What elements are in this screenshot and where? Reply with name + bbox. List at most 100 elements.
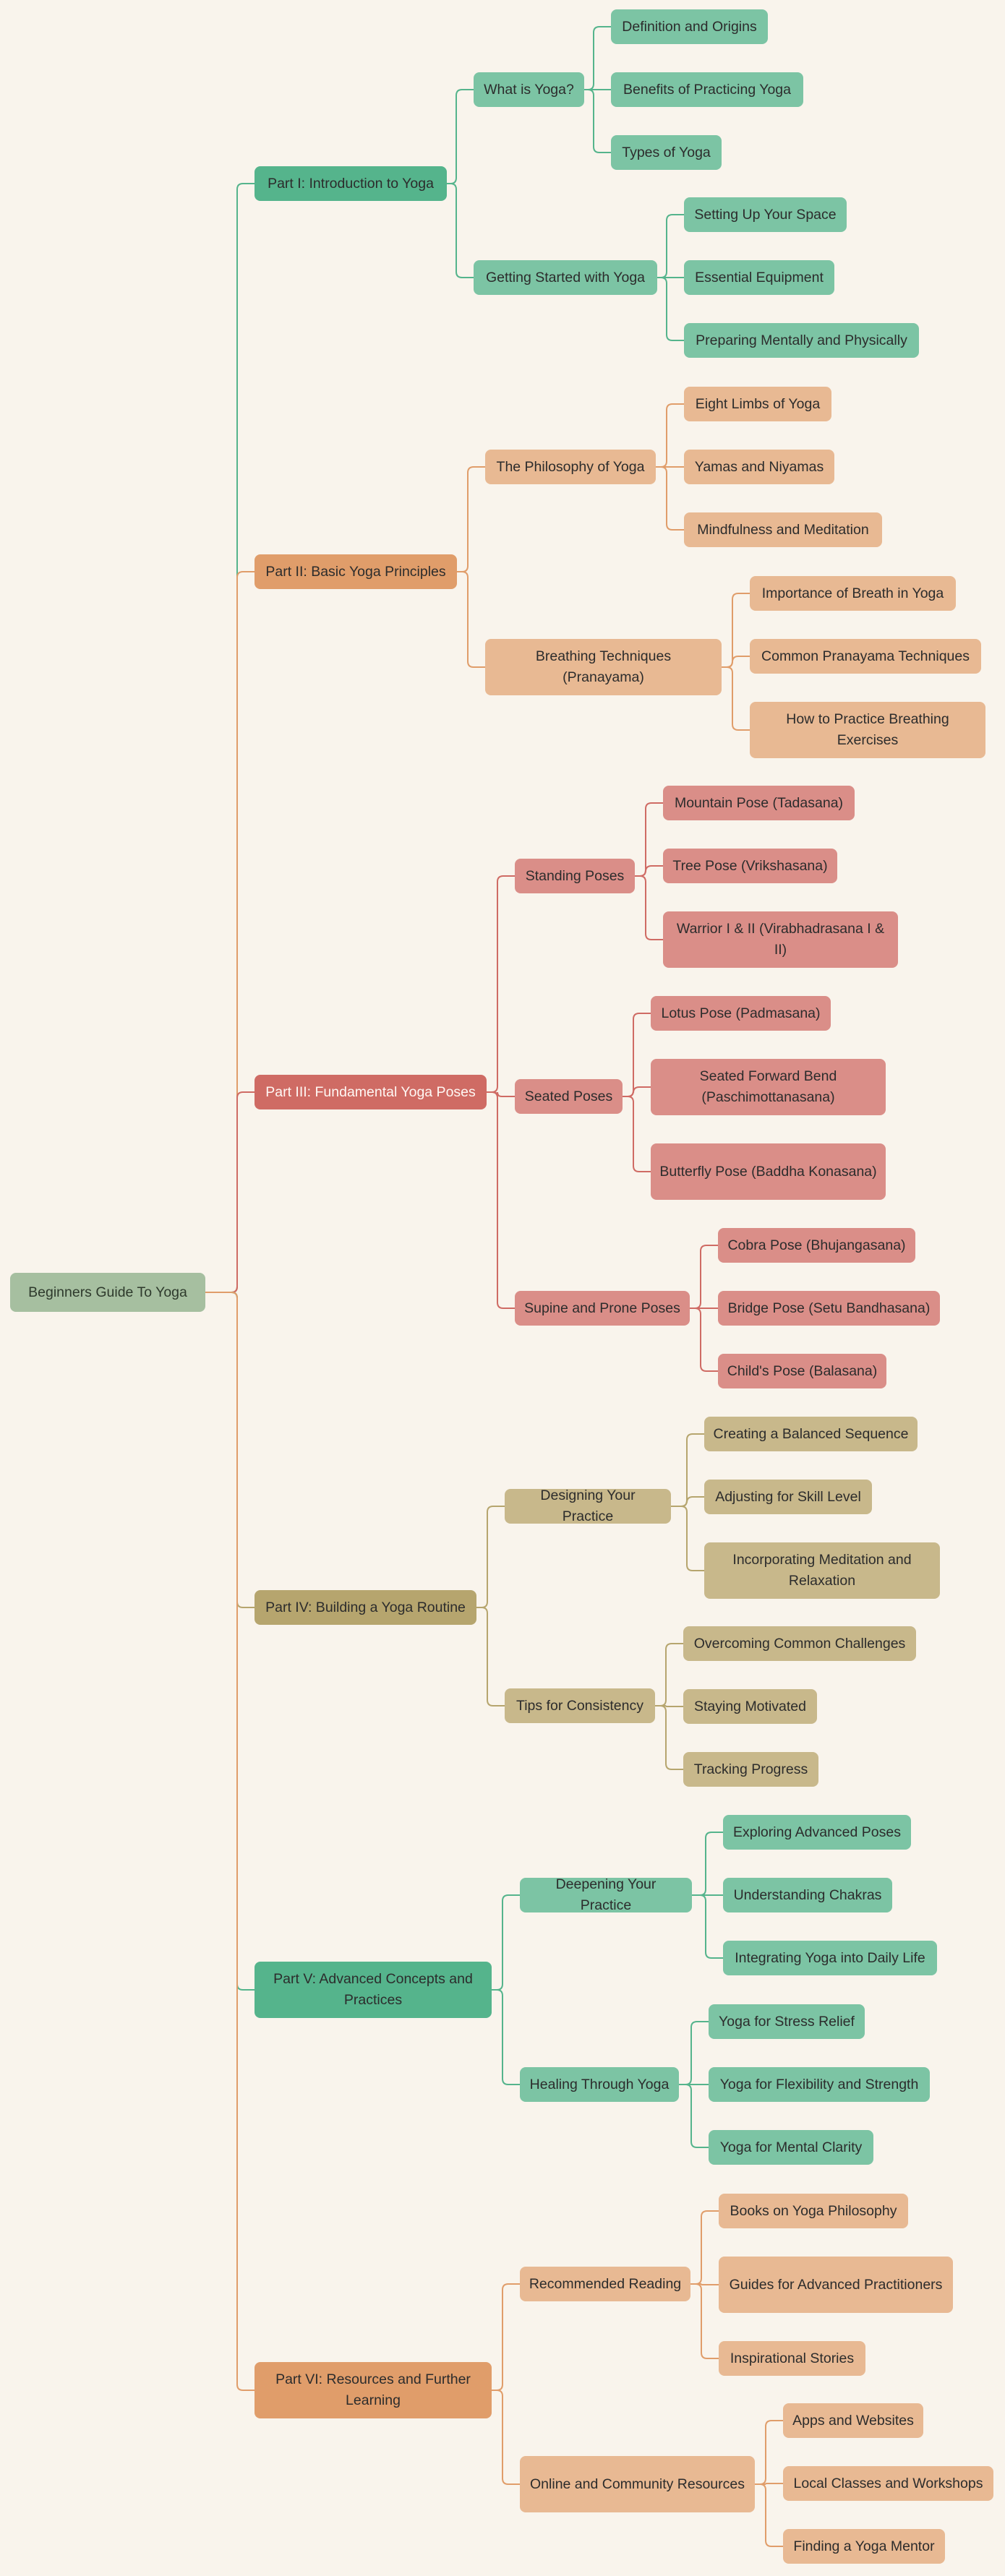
branch-to-topic-link (476, 1607, 505, 1706)
leaf-node[interactable]: Warrior I & II (Virabhadrasana I & II) (663, 911, 898, 968)
topic-to-leaf-link (635, 875, 663, 940)
root-to-branch-link (205, 571, 255, 1293)
leaf-node[interactable]: Local Classes and Workshops (783, 2466, 993, 2501)
topic-node[interactable]: Supine and Prone Poses (515, 1291, 690, 1326)
leaf-node[interactable]: Bridge Pose (Setu Bandhasana) (718, 1291, 940, 1326)
leaf-node[interactable]: Tracking Progress (683, 1752, 818, 1787)
topic-to-leaf-link (635, 865, 663, 877)
branch-to-topic-link (457, 571, 485, 668)
topic-to-leaf-link (690, 2210, 719, 2285)
branch-to-topic-link (447, 89, 474, 184)
branch-node-part-2[interactable]: Part II: Basic Yoga Principles (255, 554, 457, 589)
topic-to-leaf-link (690, 1245, 718, 1309)
topic-to-leaf-link (690, 2283, 719, 2285)
topic-to-leaf-link (755, 2483, 783, 2547)
leaf-node[interactable]: Tree Pose (Vrikshasana) (663, 849, 837, 883)
leaf-node[interactable]: Adjusting for Skill Level (704, 1480, 872, 1514)
topic-to-leaf-link (671, 1496, 704, 1507)
leaf-node[interactable]: Setting Up Your Space (684, 197, 847, 232)
leaf-node[interactable]: Cobra Pose (Bhujangasana) (718, 1228, 915, 1263)
branch-to-topic-link (487, 1091, 515, 1309)
topic-to-leaf-link (679, 2021, 709, 2085)
branch-to-topic-link (447, 183, 474, 278)
topic-to-leaf-link (679, 2084, 709, 2148)
root-to-branch-link (205, 183, 255, 1293)
topic-node[interactable]: Online and Community Resources (520, 2456, 755, 2512)
leaf-node[interactable]: Yoga for Mental Clarity (709, 2130, 873, 2165)
leaf-node[interactable]: Guides for Advanced Practitioners (719, 2257, 953, 2313)
leaf-node[interactable]: Exploring Advanced Poses (723, 1815, 911, 1850)
leaf-node[interactable]: Integrating Yoga into Daily Life (723, 1941, 937, 1975)
leaf-node[interactable]: Yoga for Flexibility and Strength (709, 2067, 930, 2102)
leaf-node[interactable]: Overcoming Common Challenges (683, 1626, 916, 1661)
leaf-node[interactable]: Mindfulness and Meditation (684, 512, 882, 547)
topic-to-leaf-link (623, 1086, 651, 1097)
leaf-node[interactable]: Seated Forward Bend (Paschimottanasana) (651, 1059, 886, 1115)
topic-to-leaf-link (755, 2420, 783, 2485)
leaf-node[interactable]: Essential Equipment (684, 260, 834, 295)
leaf-node[interactable]: Benefits of Practicing Yoga (611, 72, 803, 107)
topic-node[interactable]: What is Yoga? (474, 72, 584, 107)
branch-to-topic-link (492, 2390, 520, 2485)
leaf-node[interactable]: Butterfly Pose (Baddha Konasana) (651, 1143, 886, 1200)
topic-to-leaf-link (657, 277, 684, 341)
root-node[interactable]: Beginners Guide To Yoga (10, 1273, 205, 1312)
leaf-node[interactable]: Definition and Origins (611, 9, 768, 44)
topic-to-leaf-link (584, 89, 611, 153)
topic-to-leaf-link (692, 1894, 723, 1959)
topic-to-leaf-link (722, 656, 750, 668)
topic-to-leaf-link (623, 1096, 651, 1172)
branch-node-part-3[interactable]: Part III: Fundamental Yoga Poses (255, 1075, 487, 1109)
topic-to-leaf-link (657, 214, 684, 278)
topic-node[interactable]: Breathing Techniques (Pranayama) (485, 639, 722, 695)
topic-to-leaf-link (671, 1506, 704, 1571)
leaf-node[interactable]: Books on Yoga Philosophy (719, 2194, 908, 2228)
branch-to-topic-link (457, 466, 485, 572)
leaf-node[interactable]: Incorporating Meditation and Relaxation (704, 1542, 940, 1599)
branch-node-part-1[interactable]: Part I: Introduction to Yoga (255, 166, 447, 201)
topic-to-leaf-link (655, 1705, 683, 1770)
root-to-branch-link (205, 1292, 255, 1991)
topic-to-leaf-link (655, 1643, 683, 1706)
topic-node[interactable]: Standing Poses (515, 859, 635, 893)
leaf-node[interactable]: Types of Yoga (611, 135, 722, 170)
topic-to-leaf-link (623, 1013, 651, 1097)
topic-node[interactable]: Healing Through Yoga (520, 2067, 679, 2102)
topic-node[interactable]: The Philosophy of Yoga (485, 450, 656, 484)
topic-to-leaf-link (722, 666, 750, 731)
leaf-node[interactable]: Common Pranayama Techniques (750, 639, 981, 674)
topic-node[interactable]: Seated Poses (515, 1079, 623, 1114)
branch-node-part-6[interactable]: Part VI: Resources and Further Learning (255, 2362, 492, 2418)
leaf-node[interactable]: Understanding Chakras (723, 1878, 892, 1912)
leaf-node[interactable]: Inspirational Stories (719, 2341, 865, 2376)
leaf-node[interactable]: How to Practice Breathing Exercises (750, 702, 985, 758)
topic-to-leaf-link (656, 466, 684, 531)
leaf-node[interactable]: Preparing Mentally and Physically (684, 323, 919, 358)
branch-to-topic-link (487, 875, 515, 1093)
branch-node-part-5[interactable]: Part V: Advanced Concepts and Practices (255, 1962, 492, 2018)
leaf-node[interactable]: Finding a Yoga Mentor (783, 2529, 945, 2564)
leaf-node[interactable]: Lotus Pose (Padmasana) (651, 996, 831, 1031)
topic-node[interactable]: Deepening Your Practice (520, 1876, 692, 1913)
topic-node[interactable]: Designing Your Practice (505, 1487, 671, 1524)
leaf-node[interactable]: Creating a Balanced Sequence (704, 1417, 918, 1451)
topic-to-leaf-link (635, 802, 663, 877)
leaf-node[interactable]: Yoga for Stress Relief (709, 2004, 865, 2039)
topic-to-leaf-link (692, 1832, 723, 1896)
topic-to-leaf-link (755, 2483, 783, 2485)
topic-node[interactable]: Tips for Consistency (505, 1688, 655, 1723)
leaf-node[interactable]: Yamas and Niyamas (684, 450, 834, 484)
branch-node-part-4[interactable]: Part IV: Building a Yoga Routine (255, 1590, 476, 1625)
topic-to-leaf-link (656, 403, 684, 468)
leaf-node[interactable]: Importance of Breath in Yoga (750, 576, 956, 611)
leaf-node[interactable]: Eight Limbs of Yoga (684, 387, 831, 421)
leaf-node[interactable]: Staying Motivated (683, 1689, 817, 1724)
topic-to-leaf-link (690, 1308, 718, 1372)
topic-node[interactable]: Recommended Reading (520, 2267, 690, 2301)
topic-node[interactable]: Getting Started with Yoga (474, 260, 657, 295)
leaf-node[interactable]: Mountain Pose (Tadasana) (663, 786, 855, 820)
leaf-node[interactable]: Child's Pose (Balasana) (718, 1354, 886, 1388)
leaf-node[interactable]: Apps and Websites (783, 2403, 923, 2438)
root-to-branch-link (205, 1292, 255, 2391)
